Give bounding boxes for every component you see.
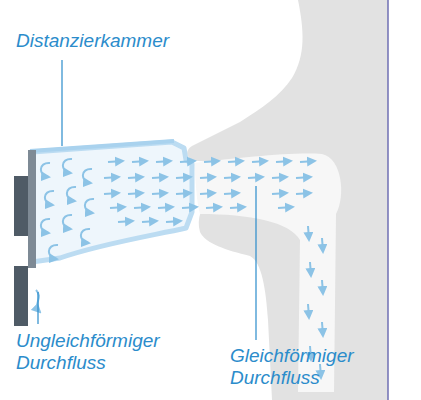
uniform-arrow [276, 161, 291, 162]
spacer-top-wall [30, 141, 174, 151]
turbulent-arrow [41, 163, 50, 177]
uniform-arrow [248, 177, 263, 178]
uniform-arrow [134, 207, 149, 208]
uniform-arrow [156, 161, 171, 162]
uniform-arrow [176, 177, 191, 178]
uniform-arrow [322, 322, 323, 336]
callout-label: Ungleichförmiger Durchfluss [16, 330, 196, 374]
uniform-arrow [296, 177, 311, 178]
turbulent-arrow [63, 215, 72, 229]
uniform-arrow [308, 304, 309, 318]
turbulent-arrow [63, 159, 72, 173]
uniform-arrow [272, 177, 287, 178]
uniform-arrow [272, 193, 287, 194]
uniform-arrow [296, 193, 311, 194]
uniform-arrow [108, 161, 123, 162]
uniform-arrow [118, 221, 133, 222]
uniform-arrow [206, 207, 221, 208]
turbulent-arrow [81, 229, 90, 243]
turbulent-arrow [41, 219, 50, 233]
uniform-arrow [182, 207, 197, 208]
part-label: Distanzierkammer [16, 30, 216, 52]
uniform-arrow [224, 177, 239, 178]
uniform-arrow [322, 280, 323, 294]
uniform-arrow [176, 193, 191, 194]
leader-line [255, 186, 256, 340]
head-silhouette [187, 0, 388, 400]
turbulent-arrow [67, 187, 76, 201]
uniform-arrow [230, 207, 245, 208]
uniform-arrow [224, 193, 239, 194]
inhaler-ring [28, 150, 36, 268]
uniform-arrow [104, 193, 119, 194]
turbulent-arrow [83, 169, 92, 183]
uniform-arrow [200, 193, 215, 194]
uniform-arrow [322, 238, 323, 252]
spacer-chamber [32, 142, 192, 262]
callout-label: Gleichförmiger Durchfluss [230, 345, 406, 389]
uniform-arrow [104, 177, 119, 178]
turbulent-arrow [45, 191, 54, 205]
uniform-arrow [320, 364, 321, 378]
uniform-arrow [180, 161, 195, 162]
frame-line [387, 0, 389, 400]
turbulent-arrow [85, 199, 94, 213]
leader-line [61, 60, 62, 146]
uniform-arrow [142, 221, 157, 222]
uniform-arrow [158, 207, 173, 208]
uniform-arrow [308, 226, 309, 240]
turbulent-arrow [49, 245, 58, 259]
uniform-arrow [152, 177, 167, 178]
uniform-arrow [310, 262, 311, 276]
inhaler-valve-opening [14, 236, 28, 266]
uniform-arrow [128, 177, 143, 178]
uniform-arrow [228, 161, 243, 162]
uniform-arrow [278, 207, 293, 208]
uniform-arrow [300, 161, 315, 162]
uniform-arrow [252, 161, 267, 162]
uniform-arrow [110, 207, 125, 208]
uniform-arrow [128, 193, 143, 194]
uniform-arrow [152, 193, 167, 194]
inhaler-valve [14, 176, 28, 326]
uniform-arrow [204, 161, 219, 162]
uniform-arrow [200, 177, 215, 178]
uniform-arrow [132, 161, 147, 162]
uniform-arrow [166, 221, 181, 222]
leader-line [37, 292, 38, 324]
